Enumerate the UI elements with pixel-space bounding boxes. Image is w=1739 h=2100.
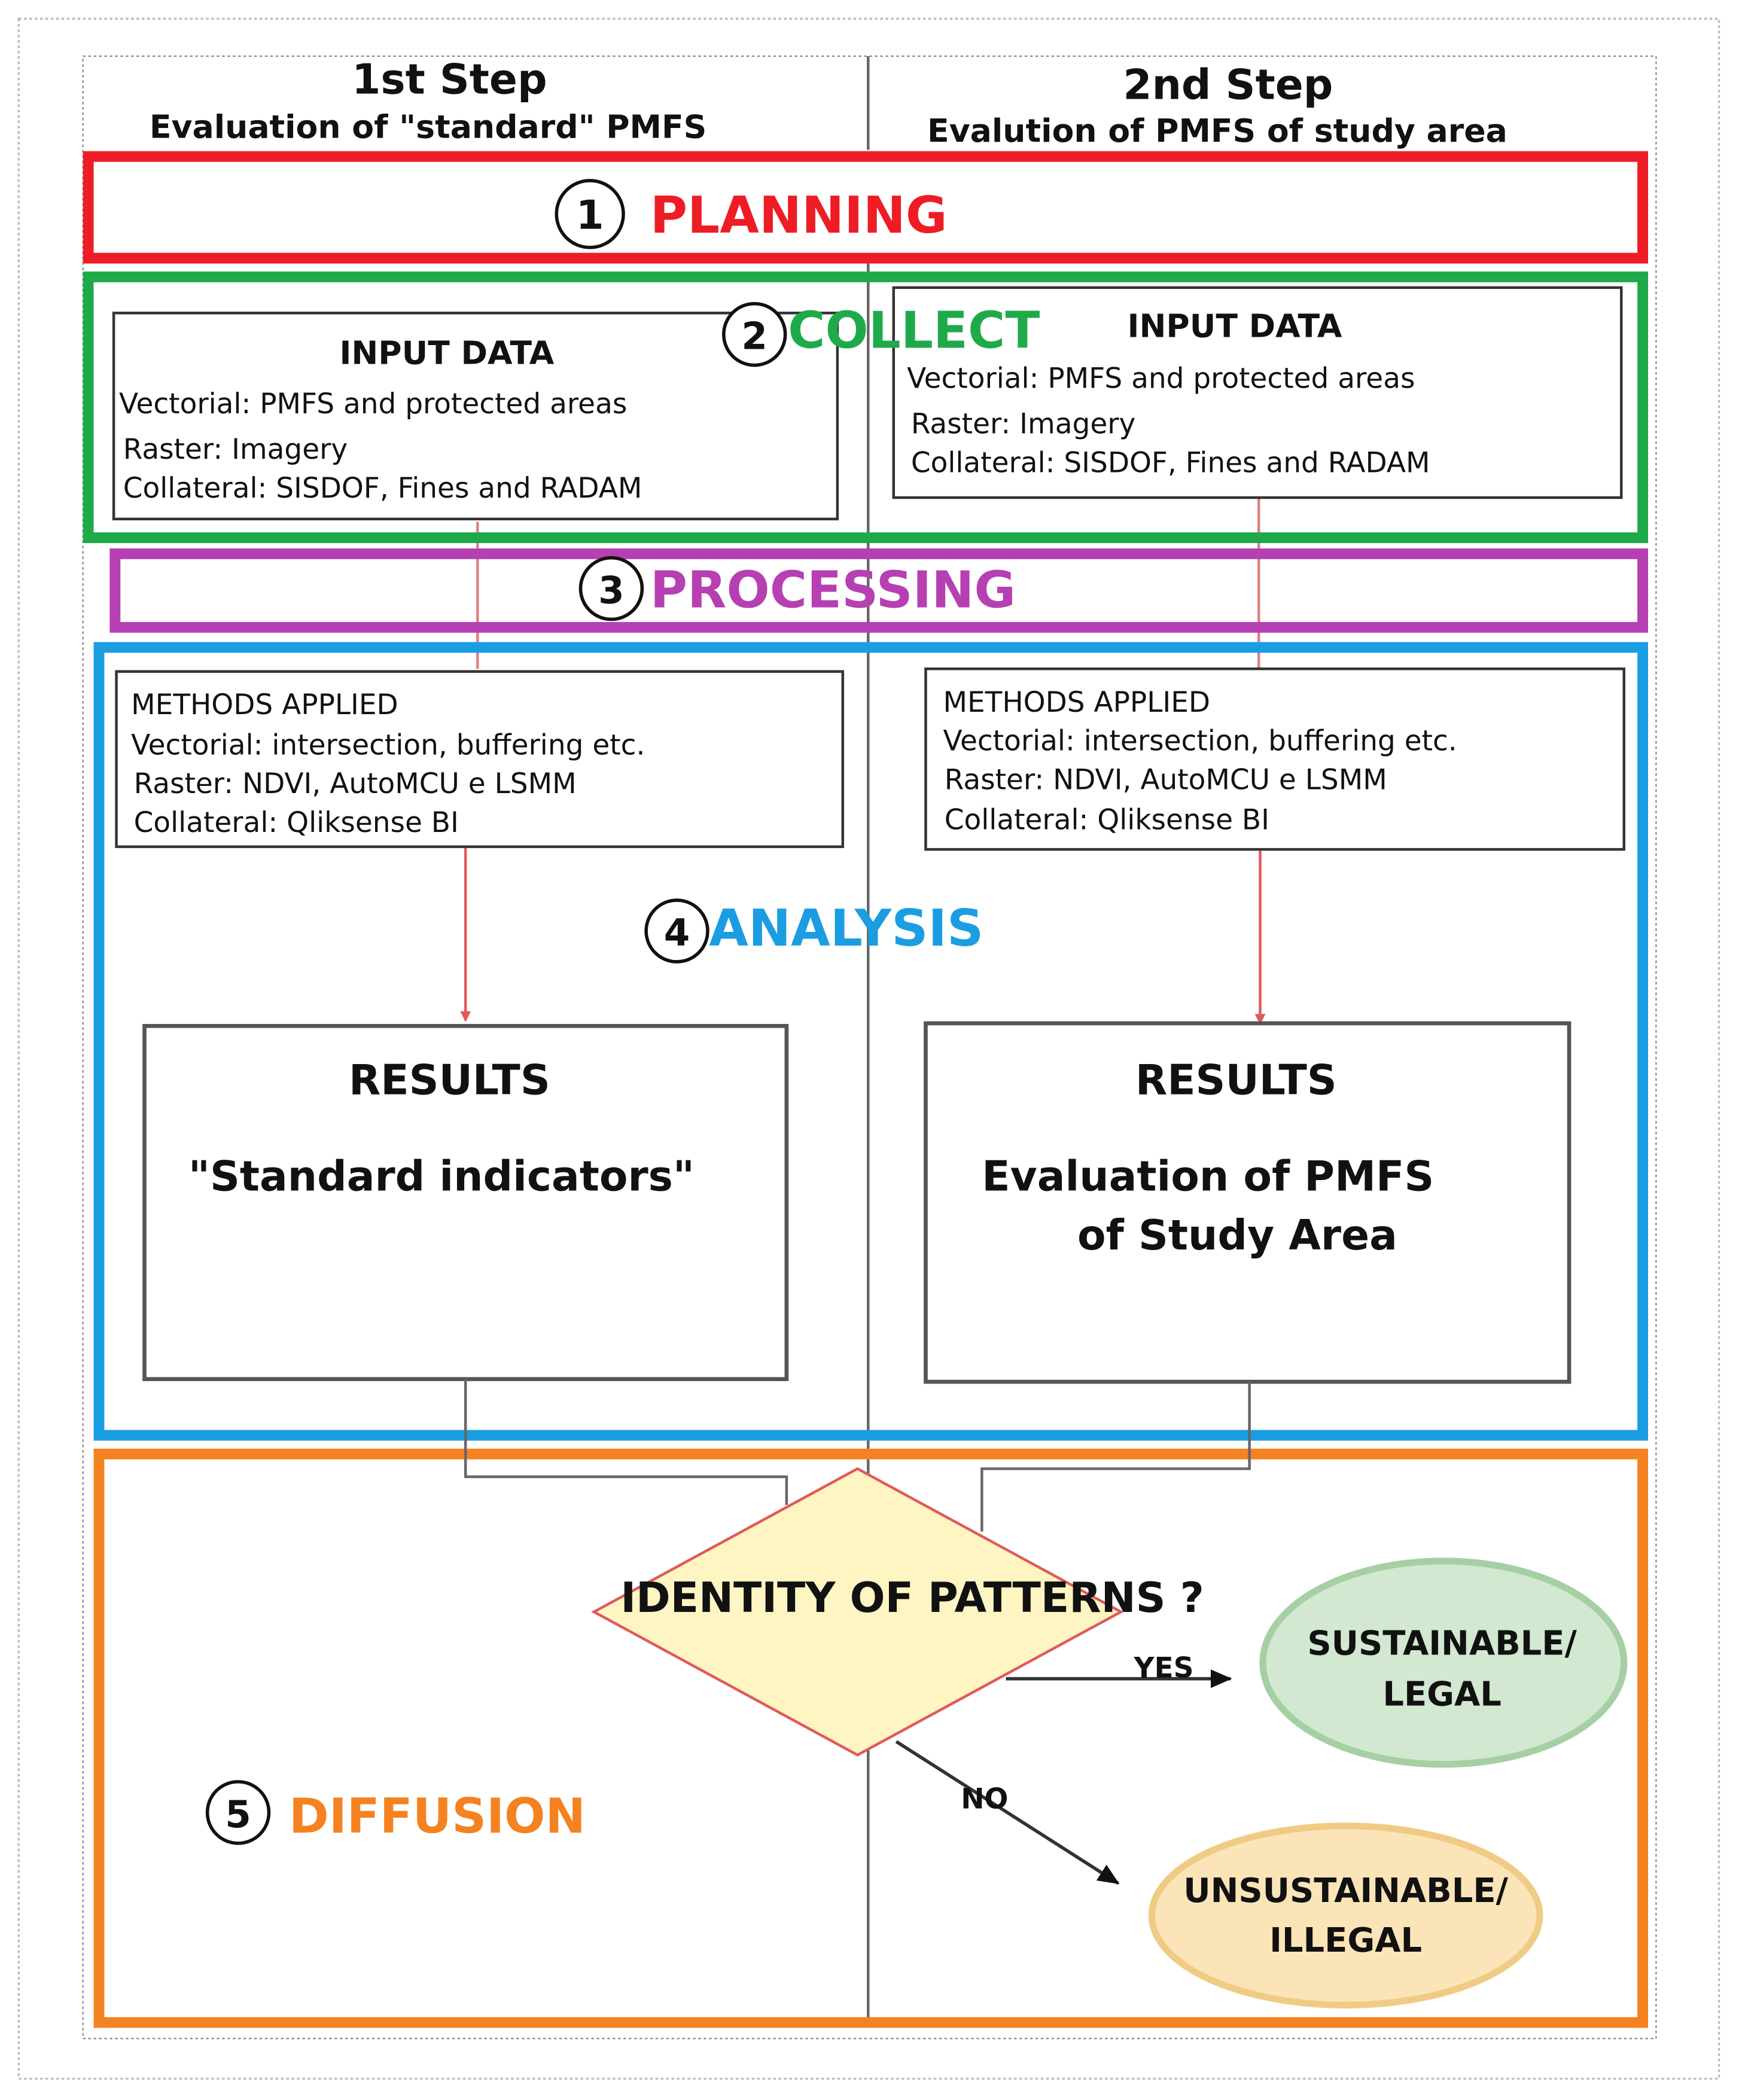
connector-left-to-decision	[464, 1379, 788, 1505]
results-right-line1: Evaluation of PMFS	[982, 1153, 1434, 1200]
decision-question: IDENTITY OF PATTERNS ?	[620, 1574, 1204, 1622]
planning-label: PLANNING	[650, 186, 948, 245]
input-left-title: INPUT DATA	[339, 334, 554, 371]
unsustainable-line1: UNSUSTAINABLE/	[1183, 1872, 1508, 1910]
methods-left-title: METHODS APPLIED	[131, 688, 398, 721]
input-data-box-right	[892, 286, 1623, 499]
analysis-number-circle	[644, 898, 709, 964]
analysis-phase-box	[93, 642, 1648, 1441]
methods-box-right	[924, 667, 1625, 851]
diffusion-phase-box	[93, 1449, 1648, 2028]
no-arrow	[895, 1740, 1120, 1885]
no-label: NO	[961, 1783, 1008, 1816]
input-left-line2: Raster: Imagery	[123, 433, 348, 466]
analysis-label: ANALYSIS	[709, 899, 983, 958]
methods-right-line2: Raster: NDVI, AutoMCU e LSMM	[945, 763, 1387, 796]
input-right-line3: Collateral: SISDOF, Fines and RADAM	[911, 446, 1430, 479]
input-data-box-left	[112, 312, 839, 520]
planning-number-circle	[555, 179, 625, 249]
sustainable-line1: SUSTAINABLE/	[1307, 1624, 1577, 1663]
diffusion-label: DIFFUSION	[289, 1788, 586, 1844]
results-left-title: RESULTS	[349, 1056, 550, 1104]
diffusion-number: 5	[225, 1793, 251, 1836]
step1-title: 1st Step	[352, 56, 547, 104]
input-right-title: INPUT DATA	[1128, 307, 1342, 345]
sustainable-legal-outcome	[1259, 1558, 1628, 1768]
results-box-right	[924, 1021, 1572, 1384]
unsustainable-illegal-outcome	[1148, 1822, 1543, 2008]
results-right-title: RESULTS	[1135, 1056, 1337, 1104]
processing-label: PROCESSING	[650, 560, 1016, 620]
decision-diamond	[591, 1467, 1124, 1757]
collect-number: 2	[741, 315, 768, 358]
collect-phase-box	[83, 271, 1648, 543]
yes-label: YES	[1134, 1651, 1194, 1684]
methods-left-line3: Collateral: Qliksense BI	[134, 806, 459, 839]
analysis-number: 4	[664, 911, 690, 955]
input-left-line1: Vectorial: PMFS and protected areas	[119, 388, 627, 420]
diffusion-number-circle	[205, 1780, 271, 1845]
methods-right-line3: Collateral: Qliksense BI	[945, 804, 1269, 837]
planning-phase-box	[83, 151, 1648, 264]
methods-right-title: METHODS APPLIED	[943, 686, 1211, 719]
step2-subtitle: Evalution of PMFS of study area	[927, 112, 1507, 150]
results-right-line2: of Study Area	[1077, 1212, 1397, 1260]
results-box-left	[142, 1023, 789, 1382]
outer-frame	[17, 17, 1720, 2080]
input-left-line3: Collateral: SISDOF, Fines and RADAM	[123, 472, 642, 505]
step1-subtitle: Evaluation of "standard" PMFS	[150, 108, 706, 145]
step2-title: 2nd Step	[1123, 61, 1333, 109]
methods-right-line1: Vectorial: intersection, buffering etc.	[943, 725, 1457, 758]
input-right-line1: Vectorial: PMFS and protected areas	[907, 362, 1415, 395]
sustainable-line2: LEGAL	[1382, 1675, 1502, 1714]
processing-number: 3	[598, 569, 625, 612]
connector-right-to-decision	[980, 1382, 1251, 1532]
processing-number-circle	[578, 556, 644, 621]
collect-number-circle	[721, 301, 787, 367]
processing-phase-box	[109, 548, 1648, 633]
methods-left-line1: Vectorial: intersection, buffering etc.	[131, 729, 645, 761]
methods-left-line2: Raster: NDVI, AutoMCU e LSMM	[134, 767, 577, 800]
methods-box-left	[115, 670, 845, 848]
collect-label: COLLECT	[788, 301, 1040, 360]
input-right-line2: Raster: Imagery	[911, 408, 1135, 441]
planning-number: 1	[576, 191, 604, 238]
results-left-text: "Standard indicators"	[188, 1153, 695, 1200]
unsustainable-line2: ILLEGAL	[1269, 1921, 1422, 1960]
